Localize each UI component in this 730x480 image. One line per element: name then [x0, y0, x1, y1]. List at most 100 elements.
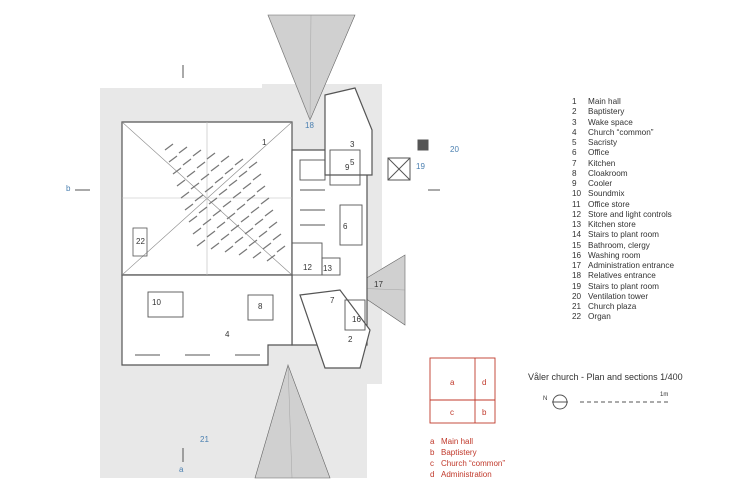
legend-label: Office store [588, 199, 630, 209]
pew [178, 146, 188, 154]
zone-key-label: Main hall [441, 437, 474, 446]
pew [186, 170, 196, 178]
pew [200, 173, 210, 181]
legend-item: 17 Administration entrance [572, 261, 674, 271]
room-label-4: 4 [225, 330, 230, 339]
pew [168, 155, 178, 163]
drawing-title: Våler church - Plan and sections 1/400 [528, 372, 683, 382]
pew [272, 233, 282, 241]
legend-number: 9 [572, 179, 577, 188]
room-label-20: 20 [450, 145, 459, 154]
legend-number: 21 [572, 302, 582, 311]
zone-letter-d: d [482, 378, 487, 387]
pew [218, 188, 228, 196]
pew [238, 248, 248, 256]
legend-label: Washing room [588, 250, 641, 260]
pew [260, 197, 270, 205]
legend-label: Baptistery [588, 107, 625, 117]
pew [196, 239, 206, 247]
pew [250, 206, 260, 214]
pew [256, 185, 266, 193]
room-label-17: 17 [374, 280, 383, 289]
pew [268, 221, 278, 229]
legend-number: 13 [572, 220, 582, 229]
zone-key-item: b Baptistery [430, 447, 505, 458]
room-label-19: 19 [416, 162, 425, 171]
pew [180, 191, 190, 199]
legend-label: Store and light controls [588, 209, 672, 219]
room-label-7: 7 [330, 296, 335, 305]
zone-key-item: a Main hall [430, 436, 505, 447]
zone-letter-c: c [450, 408, 454, 417]
legend-number: 6 [572, 148, 577, 158]
pew [192, 149, 202, 157]
pew [208, 197, 218, 205]
pew [220, 155, 230, 163]
room-label-16: 16 [352, 315, 361, 324]
organ-symbol [132, 227, 148, 257]
legend-number: 4 [572, 127, 577, 137]
legend-number: 5 [572, 138, 577, 147]
pew [232, 191, 242, 199]
pew [212, 209, 222, 217]
legend-item: 9 Cooler [572, 179, 674, 189]
pew-rows [164, 143, 286, 262]
ventilation-tower [387, 139, 429, 181]
room-label-2: 2 [348, 335, 353, 344]
section-mark-a: a [179, 465, 184, 474]
scale-bar [552, 394, 670, 410]
legend-number: 1 [572, 97, 577, 106]
legend-number: 20 [572, 291, 582, 301]
pew [194, 194, 204, 202]
zone-key-letter: a [430, 437, 435, 446]
legend-item: 18 Relatives entrance [572, 271, 674, 281]
pew [248, 239, 258, 247]
pew [246, 194, 256, 202]
legend-label: Kitchen store [588, 220, 636, 229]
legend-number: 14 [572, 230, 582, 240]
pew [206, 152, 216, 160]
pew [198, 206, 208, 214]
room-label-21: 21 [200, 435, 209, 444]
pew [224, 245, 234, 253]
legend-number: 3 [572, 117, 577, 127]
zone-key-letter: b [430, 448, 435, 457]
room-label-9: 9 [345, 163, 350, 172]
section-mark-b: b [66, 184, 71, 193]
pew [236, 203, 246, 211]
common-tables [135, 189, 325, 356]
legend-number: 11 [572, 199, 581, 209]
zone-key-label: Baptistery [441, 448, 477, 457]
zone-key-letter: d [430, 470, 435, 479]
pew [190, 182, 200, 190]
legend-item: 11 Office store [572, 200, 674, 210]
legend-label: Relatives entrance [588, 271, 656, 281]
legend-number: 22 [572, 312, 582, 322]
legend-number: 18 [572, 271, 582, 281]
legend-label: Cooler [588, 179, 613, 188]
pew [192, 227, 202, 235]
room-label-10: 10 [152, 298, 161, 307]
legend-number: 17 [572, 261, 582, 270]
pew [210, 164, 220, 172]
legend-number: 19 [572, 281, 582, 291]
pew [234, 236, 244, 244]
pew [214, 176, 224, 184]
room-label-12: 12 [303, 263, 312, 272]
pew [234, 158, 244, 166]
legend-label: Kitchen [588, 158, 616, 168]
legend-label: Administration entrance [588, 261, 675, 270]
pew [244, 227, 254, 235]
